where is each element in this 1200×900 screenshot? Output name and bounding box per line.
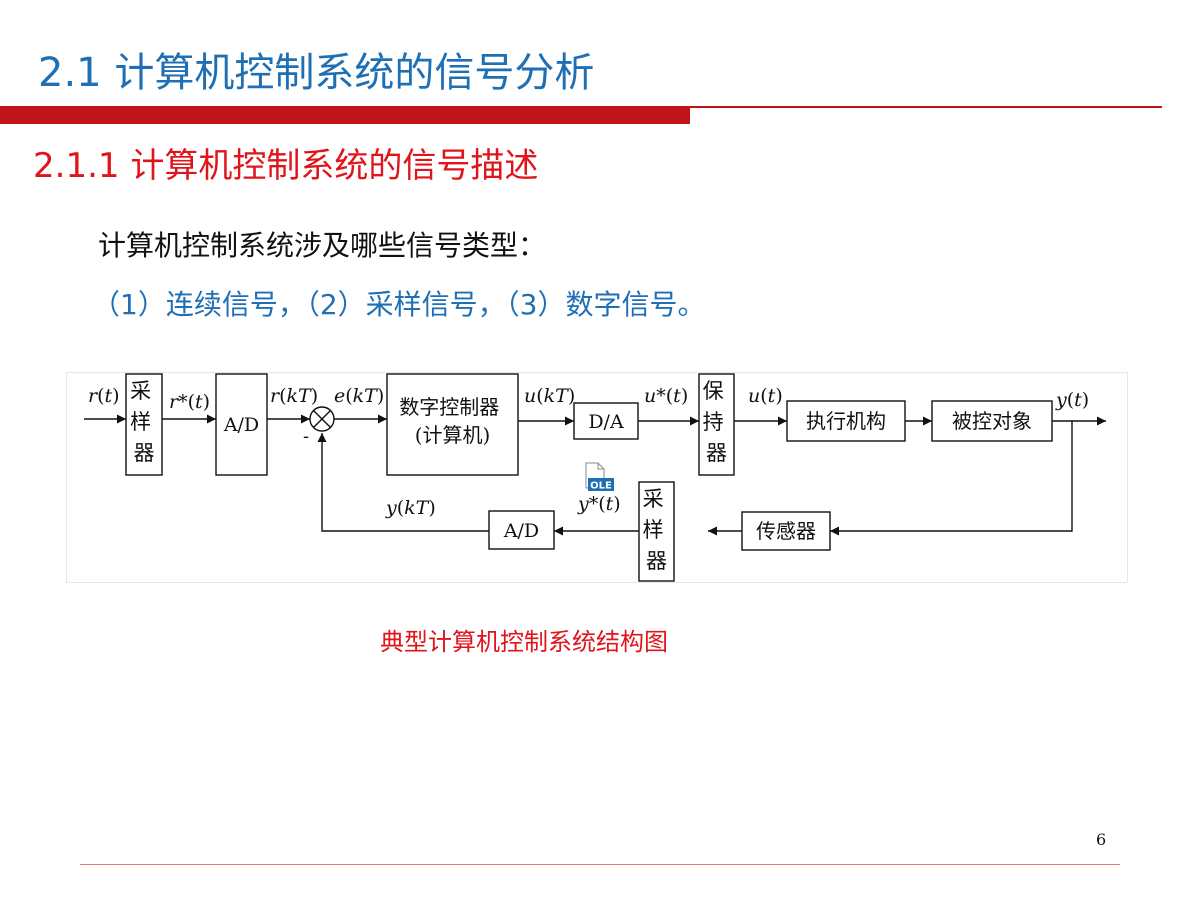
signal-label-r-t: r(t) bbox=[88, 385, 120, 407]
block-ad-2 bbox=[488, 510, 555, 550]
section-subtitle: 2.1.1 计算机控制系统的信号描述 bbox=[33, 146, 539, 186]
block-ad-1-label: A/D bbox=[223, 414, 259, 436]
block-da-label: D/A bbox=[588, 411, 624, 433]
block-sampler-2-label: 采 样 器 bbox=[643, 487, 671, 573]
answer-text: （1）连续信号，（2）采样信号，（3）数字信号。 bbox=[92, 288, 706, 321]
signal-label-e-kt: e(kT) bbox=[334, 385, 384, 407]
block-sampler-1 bbox=[125, 373, 163, 476]
diagram-caption: 典型计算机控制系统结构图 bbox=[380, 628, 668, 656]
title-underline bbox=[0, 106, 1162, 108]
ole-object-icon[interactable]: OLE bbox=[585, 462, 614, 492]
block-ad-1 bbox=[215, 373, 268, 476]
diagram-frame bbox=[66, 372, 1128, 583]
signal-label-u-kt: u(kT) bbox=[524, 385, 575, 407]
footer-rule bbox=[80, 864, 1120, 865]
block-plant-label: 被控对象 bbox=[952, 409, 1032, 433]
block-sampler-2 bbox=[638, 481, 675, 582]
block-ad-2-label: A/D bbox=[503, 520, 539, 542]
minus-sign: - bbox=[303, 426, 309, 447]
question-text: 计算机控制系统涉及哪些信号类型： bbox=[98, 229, 547, 262]
edge-feedback bbox=[317, 433, 489, 532]
title-accent-bar bbox=[0, 108, 690, 124]
summing-junction bbox=[309, 406, 335, 432]
signal-label-y-star-t: y*(t) bbox=[577, 493, 621, 515]
block-sampler-1-label: 采 样 器 bbox=[130, 379, 158, 465]
edge-output-sensor bbox=[830, 421, 1073, 536]
signal-label-u-t: u(t) bbox=[748, 385, 783, 407]
slide-title: 2.1 计算机控制系统的信号分析 bbox=[38, 50, 595, 96]
page-number: 6 bbox=[1096, 830, 1107, 849]
signal-label-r-kt: r(kT) bbox=[270, 385, 318, 407]
block-actuator-label: 执行机构 bbox=[806, 409, 886, 433]
block-sensor bbox=[741, 511, 831, 551]
control-system-diagram: - 采 样 器 A/D 数字控制器 (计算机) D/A 保 持 器 执行机构 被… bbox=[84, 373, 1106, 582]
block-da bbox=[573, 402, 639, 440]
block-holder-label: 保 持 器 bbox=[703, 379, 731, 465]
block-actuator bbox=[786, 400, 906, 442]
block-sensor-label: 传感器 bbox=[756, 519, 816, 543]
signal-label-y-t: y(t) bbox=[1055, 389, 1089, 411]
signal-label-r-star-t: r*(t) bbox=[169, 391, 210, 413]
signal-label-y-kt: y(kT) bbox=[385, 497, 436, 519]
ole-badge-label: OLE bbox=[590, 481, 612, 492]
block-controller bbox=[386, 373, 519, 476]
block-controller-label: 数字控制器 (计算机) bbox=[399, 395, 505, 447]
block-plant bbox=[931, 400, 1053, 442]
block-holder bbox=[698, 373, 735, 476]
signal-label-u-star-t: u*(t) bbox=[644, 385, 688, 407]
